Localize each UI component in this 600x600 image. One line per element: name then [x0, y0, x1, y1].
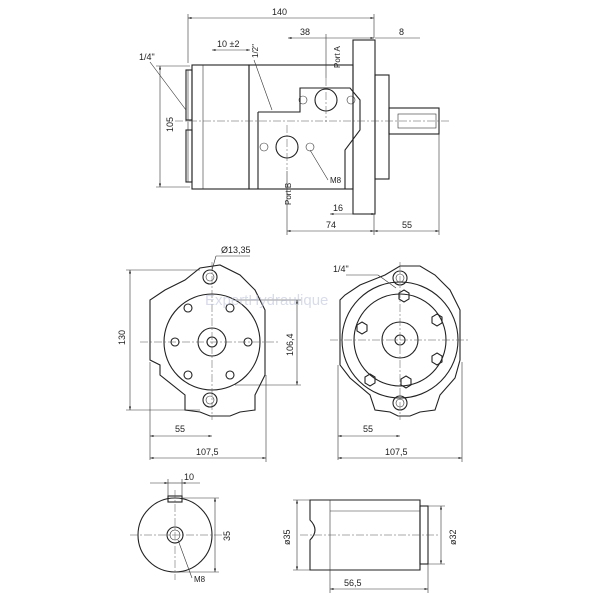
dim-bolt-circle: 106,4: [285, 333, 295, 356]
watermark: ExpertHydraulique: [205, 292, 328, 309]
rear-view: Ø13,35 130 106,4 55 107,5 ExpertHydrauli…: [117, 245, 328, 462]
shaft-end-view: 10 35 M8: [130, 472, 232, 584]
dim-55-front: 55: [363, 424, 373, 434]
label-hole-diameter: Ø13,35: [221, 245, 251, 255]
dim-16: 16: [333, 203, 343, 213]
dim-35-end: 35: [222, 531, 232, 541]
front-view: 1/4" 55 107,5: [330, 262, 470, 462]
side-view: 140 38 8 10 ±2 1/2" Port A 1/4" 105 M8 P…: [139, 7, 450, 235]
dim-10: 10: [184, 472, 194, 482]
dim-port-spacing: 10 ±2: [217, 39, 239, 49]
rear-bolts: [170, 303, 253, 380]
dim-55-side: 55: [402, 220, 412, 230]
dim-port-offset: 38: [300, 27, 310, 37]
dim-overall-length: 140: [272, 7, 287, 17]
label-m8-side: M8: [330, 176, 342, 185]
dim-55-rear: 55: [175, 424, 185, 434]
motor-body: [191, 64, 250, 190]
shaft-side-body: [309, 499, 421, 571]
label-port-a: Port A: [333, 46, 342, 68]
label-thread-quarter-front: 1/4": [333, 264, 349, 274]
dim-74: 74: [326, 220, 336, 230]
label-port-b: Port B: [284, 183, 293, 205]
front-top-hole: [392, 270, 408, 286]
rear-housing: [149, 264, 266, 417]
mounting-flange: [352, 39, 376, 215]
label-thread-half: 1/2": [251, 44, 260, 58]
rear-bottom-hole: [202, 392, 218, 408]
label-thread-quarter-side: 1/4": [139, 52, 155, 62]
rear-top-hole: [202, 269, 218, 285]
dim-130: 130: [117, 330, 127, 345]
front-hex-bolts: [356, 289, 443, 389]
dim-107-front: 107,5: [385, 447, 408, 457]
port-housing: [248, 64, 354, 190]
dim-107-rear: 107,5: [196, 447, 219, 457]
front-housing: [339, 265, 461, 417]
dim-56: 56,5: [344, 578, 362, 588]
dim-height: 105: [165, 117, 175, 132]
dim-flange: 8: [399, 27, 404, 37]
dim-d32: ø32: [448, 529, 458, 545]
dim-d35: ø35: [282, 529, 292, 545]
shaft-side-view: ø35 ø32 56,5: [282, 499, 458, 593]
label-m8-end: M8: [194, 575, 206, 584]
